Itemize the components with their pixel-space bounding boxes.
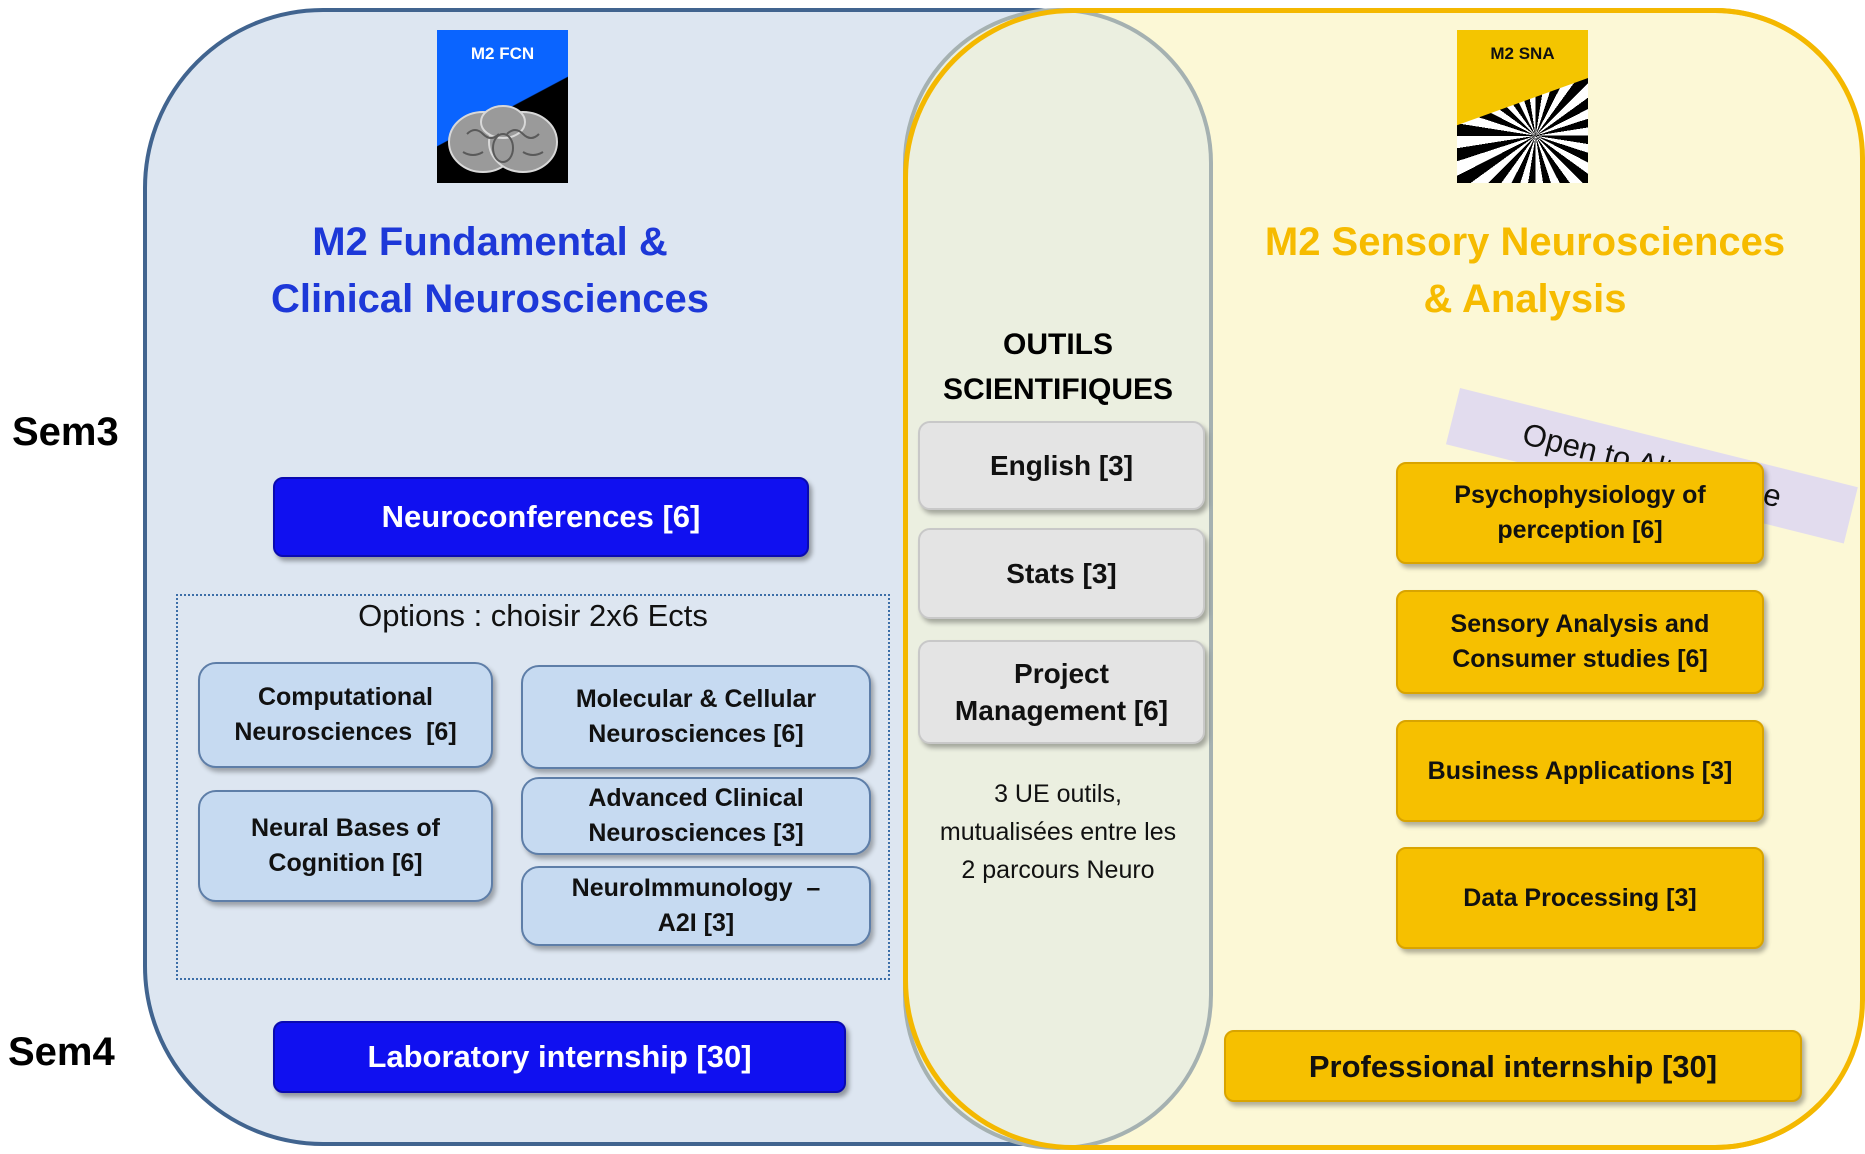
tool-label-line: Project (1014, 658, 1109, 689)
tools-note-line: 2 parcours Neuro (961, 856, 1155, 884)
sna-label-line: perception [6] (1497, 516, 1663, 544)
fcn-title-line-1: M2 Fundamental & (312, 220, 668, 264)
semester-3-label: Sem3 (12, 410, 119, 454)
option-label-line: Cognition [6] (268, 849, 423, 877)
sna-title-line-2: & Analysis (1423, 277, 1627, 321)
tools-note-line: 3 UE outils, (994, 780, 1122, 808)
psychophysiology-box: Psychophysiology of perception [6] (1396, 462, 1764, 564)
sna-label-line: Consumer studies [6] (1452, 645, 1708, 673)
sna-label-line: Sensory Analysis and (1450, 610, 1710, 638)
tools-title-line-2: SCIENTIFIQUES (942, 373, 1174, 406)
semester-4-label: Sem4 (8, 1030, 115, 1074)
checker-spiral-icon (1457, 78, 1588, 183)
tools-title: OUTILS SCIENTIFIQUES (903, 322, 1213, 412)
fcn-logo-label: M2 FCN (470, 44, 535, 63)
option-label-line: Molecular & Cellular (575, 685, 817, 713)
neuroconferences-box: Neuroconferences [6] (273, 477, 809, 557)
business-applications-box: Business Applications [3] (1396, 720, 1764, 822)
fcn-title: M2 Fundamental & Clinical Neurosciences (210, 214, 770, 328)
option-label-line: Neurosciences [3] (588, 819, 804, 847)
tool-label-line: Management [6] (954, 695, 1169, 726)
tool-stats-box: Stats [3] (918, 528, 1205, 619)
laboratory-internship-box: Laboratory internship [30] (273, 1021, 846, 1093)
option-label-line: NeuroImmunology – (571, 874, 821, 902)
tools-note-line: mutualisées entre les (939, 818, 1177, 846)
option-label-line: Neurosciences [6] (588, 720, 804, 748)
fcn-logo: M2 FCN (437, 30, 568, 183)
option-label-line: A2I [3] (657, 909, 735, 937)
sna-title: M2 Sensory Neurosciences & Analysis (1230, 214, 1820, 328)
options-title: Options : choisir 2x6 Ects (358, 598, 708, 633)
option-label-line: Neural Bases of (251, 814, 440, 842)
sna-title-line-1: M2 Sensory Neurosciences (1264, 220, 1786, 264)
option-neuroimmunology: NeuroImmunology – A2I [3] (521, 866, 871, 946)
fcn-title-line-2: Clinical Neurosciences (271, 277, 709, 321)
sna-label-line: Psychophysiology of (1454, 481, 1706, 509)
options-frame (176, 594, 890, 980)
option-label-line: Advanced Clinical (588, 784, 804, 812)
brain-icon (448, 105, 558, 173)
option-label-line: Computational (257, 683, 433, 711)
professional-internship-box: Professional internship [30] (1224, 1030, 1802, 1102)
tool-english-box: English [3] (918, 421, 1205, 510)
sna-logo-label: M2 SNA (1490, 44, 1555, 63)
data-processing-box: Data Processing [3] (1396, 847, 1764, 949)
tools-note: 3 UE outils, mutualisées entre les 2 par… (908, 775, 1208, 889)
option-label-line: Neurosciences [6] (234, 718, 457, 746)
option-neural-bases-cognition: Neural Bases of Cognition [6] (198, 790, 493, 902)
tools-title-line-1: OUTILS (1003, 328, 1113, 361)
sna-logo: M2 SNA (1457, 30, 1588, 183)
